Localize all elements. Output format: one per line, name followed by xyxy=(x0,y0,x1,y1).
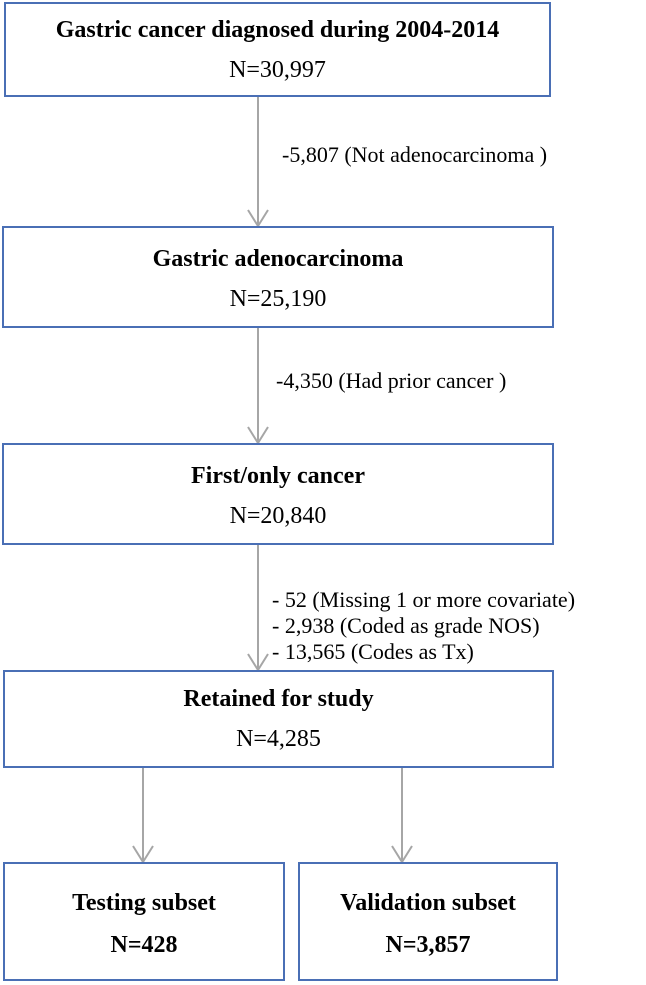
box-adenocarcinoma: Gastric adenocarcinoma N=25,190 xyxy=(2,226,554,328)
box-adenocarcinoma-count: N=25,190 xyxy=(229,286,327,312)
box-validation-subset-title: Validation subset xyxy=(340,890,516,916)
arrow-diagnosed-to-adeno xyxy=(247,97,269,228)
arrow-first-to-retained xyxy=(247,545,269,672)
box-retained-count: N=4,285 xyxy=(236,726,321,752)
box-validation-subset: Validation subset N=3,857 xyxy=(298,862,558,981)
exclusion-step2: -4,350 (Had prior cancer ) xyxy=(276,368,506,394)
exclusion-step3: - 52 (Missing 1 or more covariate) - 2,9… xyxy=(272,587,575,665)
exclusion-step3-line2: - 2,938 (Coded as grade NOS) xyxy=(272,613,540,638)
box-diagnosed-count: N=30,997 xyxy=(229,57,326,83)
exclusion-step1-text: -5,807 (Not adenocarcinoma ) xyxy=(282,142,548,167)
arrow-retained-to-testing xyxy=(132,768,154,864)
box-first-only-cancer: First/only cancer N=20,840 xyxy=(2,443,554,545)
exclusion-step3-line1: - 52 (Missing 1 or more covariate) xyxy=(272,587,576,612)
arrow-adeno-to-first xyxy=(247,328,269,445)
box-testing-subset-title: Testing subset xyxy=(72,890,216,916)
exclusion-step3-line3: - 13,565 (Codes as Tx) xyxy=(272,639,474,664)
box-first-only-cancer-title: First/only cancer xyxy=(191,463,365,489)
box-diagnosed-title: Gastric cancer diagnosed during 2004-201… xyxy=(55,17,500,43)
box-testing-subset-count: N=428 xyxy=(110,932,178,958)
arrow-retained-to-validation xyxy=(391,768,413,864)
exclusion-step2-text: -4,350 (Had prior cancer ) xyxy=(276,368,507,393)
box-validation-subset-count: N=3,857 xyxy=(385,932,471,958)
box-retained-title: Retained for study xyxy=(183,686,374,712)
box-diagnosed: Gastric cancer diagnosed during 2004-201… xyxy=(4,2,551,97)
box-first-only-cancer-count: N=20,840 xyxy=(229,503,327,529)
box-retained: Retained for study N=4,285 xyxy=(3,670,554,768)
exclusion-step1: -5,807 (Not adenocarcinoma ) xyxy=(282,142,547,168)
box-adenocarcinoma-title: Gastric adenocarcinoma xyxy=(152,246,404,272)
box-testing-subset: Testing subset N=428 xyxy=(3,862,285,981)
